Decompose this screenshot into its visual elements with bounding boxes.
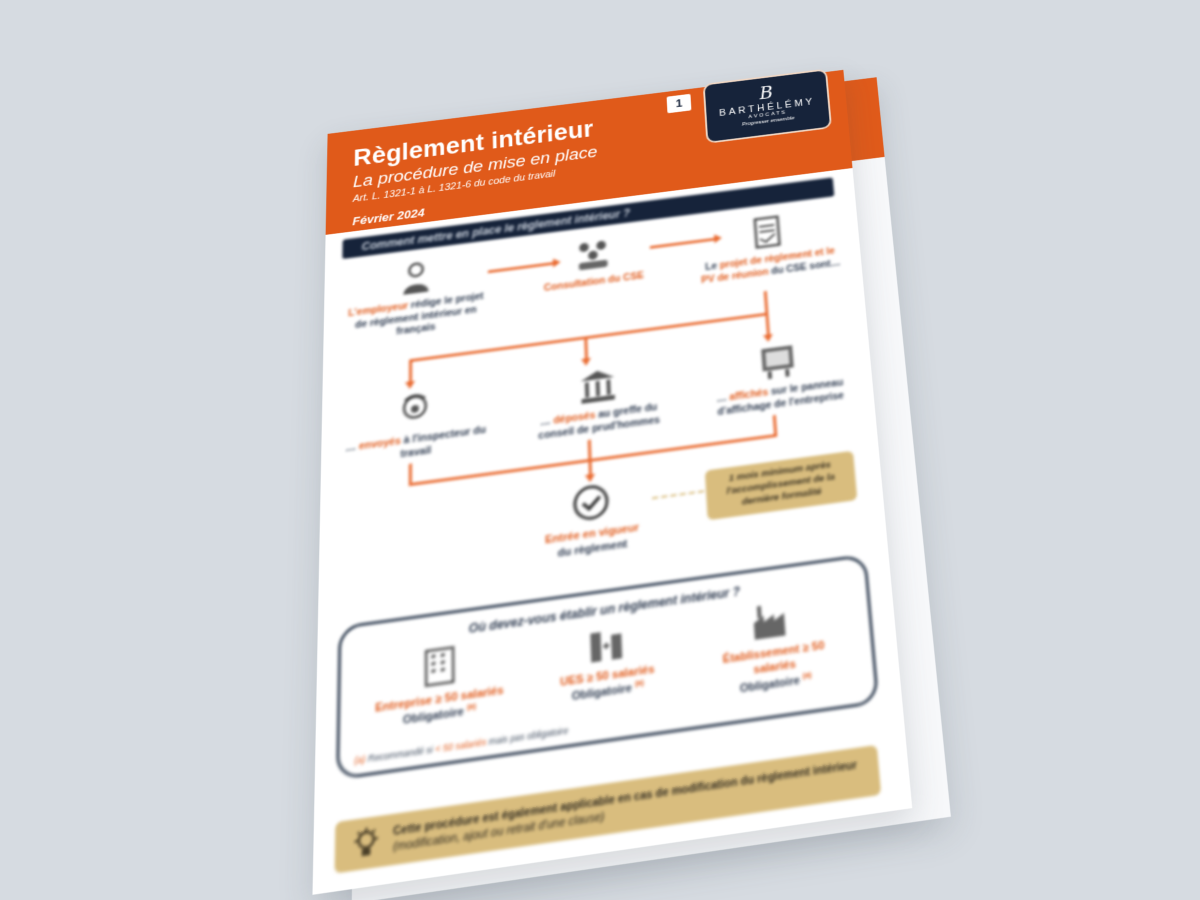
office-building-icon bbox=[417, 643, 461, 689]
where-item-establishment: Établissement ≥ 50 salariés Obligatoire … bbox=[699, 591, 849, 702]
step-posted-on-board: … affichés sur le panneau d'affichage de… bbox=[704, 335, 855, 420]
document-signature-icon bbox=[747, 213, 789, 251]
step-sent-to-inspector: … envoyés à l'inspecteur du travail bbox=[341, 382, 491, 469]
check-circle-icon bbox=[569, 481, 612, 524]
document-body: Comment mettre en place le règlement int… bbox=[312, 175, 913, 900]
employer-icon bbox=[403, 258, 429, 295]
where-item-company: Entreprise ≥ 50 salariés Obligatoire (a) bbox=[366, 636, 513, 749]
ues-group-icon bbox=[590, 632, 623, 663]
meeting-icon bbox=[578, 240, 608, 271]
front-sheet-document: Règlement intérieur La procédure de mise… bbox=[312, 68, 913, 895]
courthouse-icon bbox=[580, 368, 615, 404]
procedure-middle-row: … envoyés à l'inspecteur du travail … dé… bbox=[321, 332, 874, 472]
page-number: 1 bbox=[666, 93, 692, 114]
notice-board-icon bbox=[761, 345, 794, 380]
step-filed-at-court: … déposés au greffe du conseil de prud'h… bbox=[524, 358, 674, 444]
inspector-icon bbox=[395, 389, 437, 430]
where-item-ues: UES ≥ 50 salariés Obligatoire (a) bbox=[533, 613, 681, 725]
factory-icon bbox=[753, 605, 786, 640]
lightbulb-icon bbox=[350, 824, 383, 857]
